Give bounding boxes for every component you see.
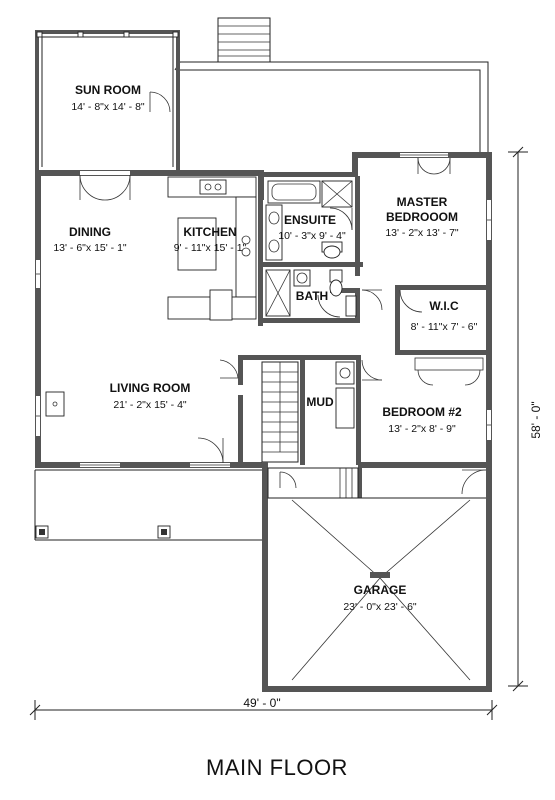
ensuite-fixtures	[265, 180, 353, 261]
bedroom-2-name: BEDROOM #2	[382, 405, 462, 419]
living-room-dims: 21' - 2"x 15' - 4"	[113, 399, 187, 411]
garage-entry	[262, 462, 492, 692]
dining-double-doors	[79, 171, 131, 201]
kitchen-counters	[167, 176, 257, 321]
garage-name: GARAGE	[354, 583, 407, 597]
living-room-fixture	[45, 391, 65, 417]
mud-name: MUD	[306, 395, 334, 409]
bath-name: BATH	[296, 289, 328, 303]
master-bedroom-dims: 13' - 2"x 13' - 7"	[385, 227, 459, 239]
master-bedroom-name-line2: BEDROOOM	[386, 210, 458, 224]
interior-door-swings	[197, 207, 423, 464]
kitchen-dims: 9' - 11"x 15' - 1"	[174, 242, 247, 254]
width-dimension-line	[29, 700, 498, 720]
wic-name: W.I.C	[429, 299, 459, 313]
rear-deck-outline	[174, 61, 489, 155]
overall-depth-label: 58' - 0"	[529, 401, 543, 438]
kitchen-name: KITCHEN	[183, 225, 236, 239]
bedroom-2-dims: 13' - 2"x 8' - 9"	[388, 423, 456, 435]
dining-name: DINING	[69, 225, 111, 239]
garage-dims: 23' - 0"x 23' - 6"	[343, 601, 417, 613]
front-porch	[34, 469, 266, 541]
depth-dimension-line	[508, 146, 528, 692]
ensuite-name: ENSUITE	[284, 213, 336, 227]
living-room-name: LIVING ROOM	[110, 381, 191, 395]
dining-dims: 13' - 6"x 15' - 1"	[53, 242, 127, 254]
sun-room-dims: 14' - 8"x 14' - 8"	[71, 101, 145, 113]
bedroom-closet-doors	[414, 357, 484, 386]
plan-title: MAIN FLOOR	[206, 755, 348, 780]
master-bedroom-name-line1: MASTER	[397, 195, 448, 209]
wic-dims: 8' - 11"x 7' - 6"	[411, 321, 478, 333]
interior-walls	[238, 176, 486, 465]
sun-room-name: SUN ROOM	[75, 83, 141, 97]
sun-room-walls	[35, 30, 180, 170]
garage-floor-lines	[291, 499, 471, 681]
stairs	[261, 361, 299, 463]
overall-width-label: 49' - 0"	[243, 696, 280, 710]
ensuite-dims: 10' - 3"x 9' - 4"	[278, 230, 346, 242]
mud-room-fixtures	[335, 361, 355, 429]
bath-fixtures	[265, 269, 357, 317]
rear-steps	[217, 17, 271, 63]
master-closet-doors	[417, 157, 451, 175]
